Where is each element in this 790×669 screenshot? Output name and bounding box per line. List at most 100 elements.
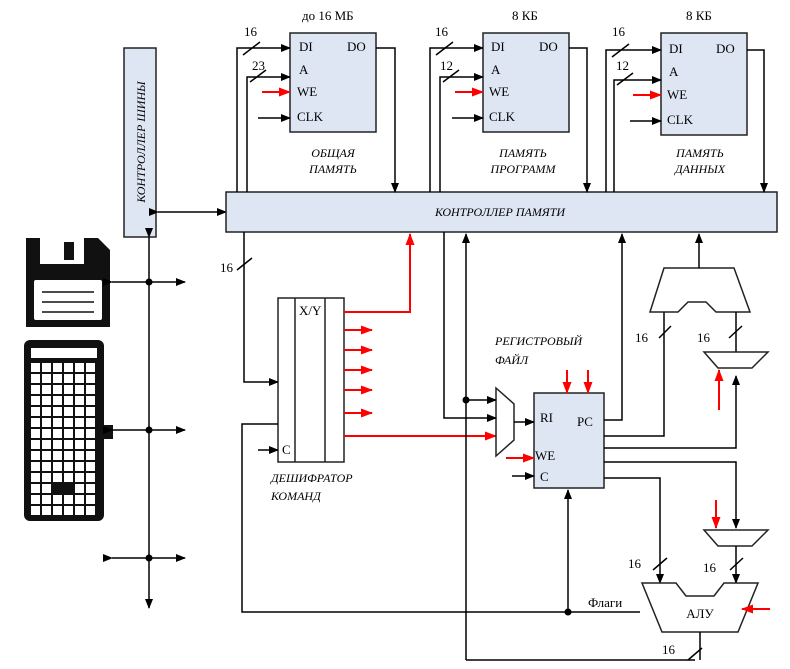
keyboard-key: [86, 374, 95, 383]
keyboard-key: [53, 407, 62, 416]
keyboard-key: [64, 396, 73, 405]
keyboard-key: [86, 473, 95, 482]
memory-we-controls: [262, 87, 662, 100]
regfile-caption-2: ФАЙЛ: [495, 352, 529, 367]
alu-upper-right-width: 16: [697, 330, 711, 345]
keyboard-key: [42, 506, 51, 515]
keyboard-key: [75, 462, 84, 471]
shared-memory: до 16 МБ DI DO A WE CLK ОБЩАЯ ПАМЯТЬ 16 …: [244, 8, 377, 176]
program-a-pin: A: [491, 62, 501, 77]
floppy-disk-icon: [26, 238, 110, 327]
program-clk-pin: CLK: [489, 109, 516, 124]
keyboard-key: [53, 385, 62, 394]
keyboard-key: [64, 506, 73, 515]
keyboard-key: [53, 374, 62, 383]
keyboard-key: [31, 495, 40, 504]
instruction-decoder: X/Y C ДЕШИФРАТОР КОМАНД 16: [220, 260, 353, 503]
keyboard-key: [31, 363, 40, 372]
keyboard-key: [53, 462, 62, 471]
keyboard-key: [86, 484, 95, 493]
shared-clk-pin: CLK: [297, 109, 324, 124]
keyboard-key: [53, 429, 62, 438]
regfile-ri: RI: [540, 410, 553, 425]
keyboard-key: [31, 418, 40, 427]
keyboard-key: [75, 506, 84, 515]
program-we-pin: WE: [489, 84, 509, 99]
device-bus: [103, 228, 186, 609]
keyboard-key: [31, 429, 40, 438]
shared-addr-width: 23: [252, 58, 265, 73]
alu-label: АЛУ: [686, 606, 714, 621]
data-caption-1: ПАМЯТЬ: [675, 146, 724, 160]
program-memory: 8 КБ DI DO A WE CLK ПАМЯТЬ ПРОГРАММ 16 1…: [435, 8, 570, 176]
keyboard-key: [75, 374, 84, 383]
keyboard-key: [75, 484, 84, 493]
keyboard-key: [42, 462, 51, 471]
data-clk-pin: CLK: [667, 112, 694, 127]
keyboard-key: [31, 484, 40, 493]
keyboard-key: [31, 506, 40, 515]
keyboard-key: [53, 418, 62, 427]
keyboard-key: [86, 429, 95, 438]
keyboard-key: [53, 440, 62, 449]
keyboard-key: [53, 495, 62, 504]
keyboard-key: [86, 418, 95, 427]
keyboard-key: [42, 385, 51, 394]
regfile-input-mux: [495, 386, 515, 458]
data-memory-size: 8 КБ: [686, 8, 712, 23]
alu: [640, 582, 760, 633]
regfile-caption-1: РЕГИСТРОВЫЙ: [494, 333, 583, 348]
keyboard-key: [75, 495, 84, 504]
shared-caption-1: ОБЩАЯ: [311, 146, 356, 160]
keyboard-key: [31, 440, 40, 449]
keyboard-key: [42, 451, 51, 460]
data-bus-width: 16: [612, 24, 626, 39]
keyboard-key: [53, 506, 62, 515]
keyboard-key: [53, 451, 62, 460]
keyboard-key: [75, 440, 84, 449]
keyboard-key: [86, 385, 95, 394]
keyboard-key: [75, 451, 84, 460]
address-alu: [648, 267, 752, 313]
shared-we-pin: WE: [297, 84, 317, 99]
alu-out-width: 16: [662, 642, 676, 657]
data-di-pin: DI: [669, 41, 683, 56]
keyboard-key: [31, 407, 40, 416]
keyboard-key: [31, 374, 40, 383]
keyboard-key: [86, 451, 95, 460]
data-do-pin: DO: [716, 41, 735, 56]
keyboard-key: [42, 363, 51, 372]
keyboard-key: [75, 363, 84, 372]
program-addr-width: 12: [440, 58, 453, 73]
data-memory: 8 КБ DI DO A WE CLK ПАМЯТЬ ДАННЫХ 16 12: [612, 8, 748, 176]
keyboard-key: [64, 429, 73, 438]
keyboard-key: [75, 429, 84, 438]
program-caption-2: ПРОГРАММ: [490, 162, 557, 176]
keyboard-key: [86, 462, 95, 471]
program-caption-1: ПАМЯТЬ: [498, 146, 547, 160]
keyboard-key: [31, 473, 40, 482]
keyboard-key: [42, 418, 51, 427]
keyboard-key: [64, 385, 73, 394]
flags-label: Флаги: [588, 595, 622, 610]
shared-memory-size: до 16 МБ: [302, 8, 354, 23]
keyboard-key: [64, 374, 73, 383]
keyboard-key: [64, 462, 73, 471]
keyboard-icon: [24, 340, 113, 521]
keyboard-key: [75, 396, 84, 405]
keyboard-key: [42, 473, 51, 482]
keyboard-key: [42, 440, 51, 449]
decoder-caption-1: ДЕШИФРАТОР: [270, 471, 353, 485]
memory-wiring: [236, 41, 768, 193]
keyboard-key: [86, 407, 95, 416]
program-di-pin: DI: [491, 39, 505, 54]
keyboard-key: [42, 495, 51, 504]
alu-left-width: 16: [628, 556, 642, 571]
regfile-we: WE: [535, 448, 555, 463]
keyboard-key: [53, 363, 62, 372]
memory-controller: [225, 191, 778, 233]
keyboard-key: [42, 407, 51, 416]
shared-di-pin: DI: [299, 39, 313, 54]
keyboard-key: [86, 363, 95, 372]
